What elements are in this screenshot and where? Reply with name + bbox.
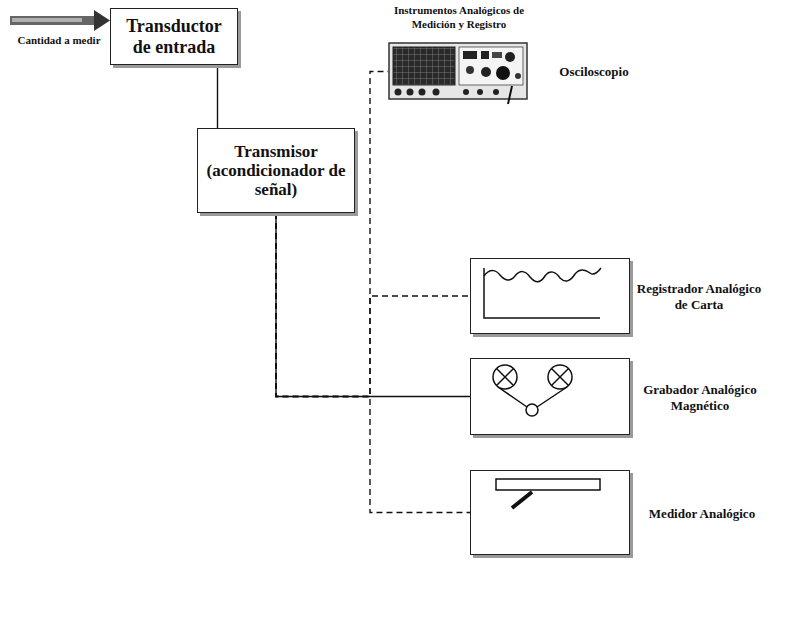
meter-picture [496, 479, 600, 508]
oscilloscope-box: Osciloscopio [388, 42, 529, 101]
tape-recorder-box: Grabador Analógico Magnético [470, 358, 630, 435]
transmitter-box: Transmisor (acondicionador de señal) [197, 128, 355, 213]
meter-box: Medidor Analógico [470, 470, 630, 555]
chart-recorder-box: Registrador Analógico de Carta [470, 258, 630, 334]
chart-recorder-picture [484, 268, 601, 318]
solid-connector [217, 65, 218, 128]
dashed-connector [276, 72, 388, 397]
signal-conditioner: Transmisor (acondicionador de señal) [206, 142, 346, 199]
instrument-label: Medidor Analógico [635, 506, 769, 522]
instrument-label: Grabador Analógico Magnético [633, 382, 767, 413]
transducer-box: Transductor de entrada [110, 8, 238, 65]
input-label: Cantidad a medir [4, 34, 114, 48]
instrument-label: Osciloscopio [539, 64, 649, 80]
input-transducer: Transductor de entrada [119, 16, 229, 56]
instrument-label: Registrador Analógico de Carta [635, 281, 763, 312]
input-arrow [10, 10, 110, 31]
group-heading: Instrumentos Analógicos de Medición y Re… [384, 4, 534, 32]
solid-connector [276, 213, 470, 397]
dashed-connector [276, 213, 470, 513]
dashed-connector [276, 213, 470, 397]
oscilloscope-picture [389, 43, 527, 104]
tape-recorder-picture [493, 365, 572, 416]
